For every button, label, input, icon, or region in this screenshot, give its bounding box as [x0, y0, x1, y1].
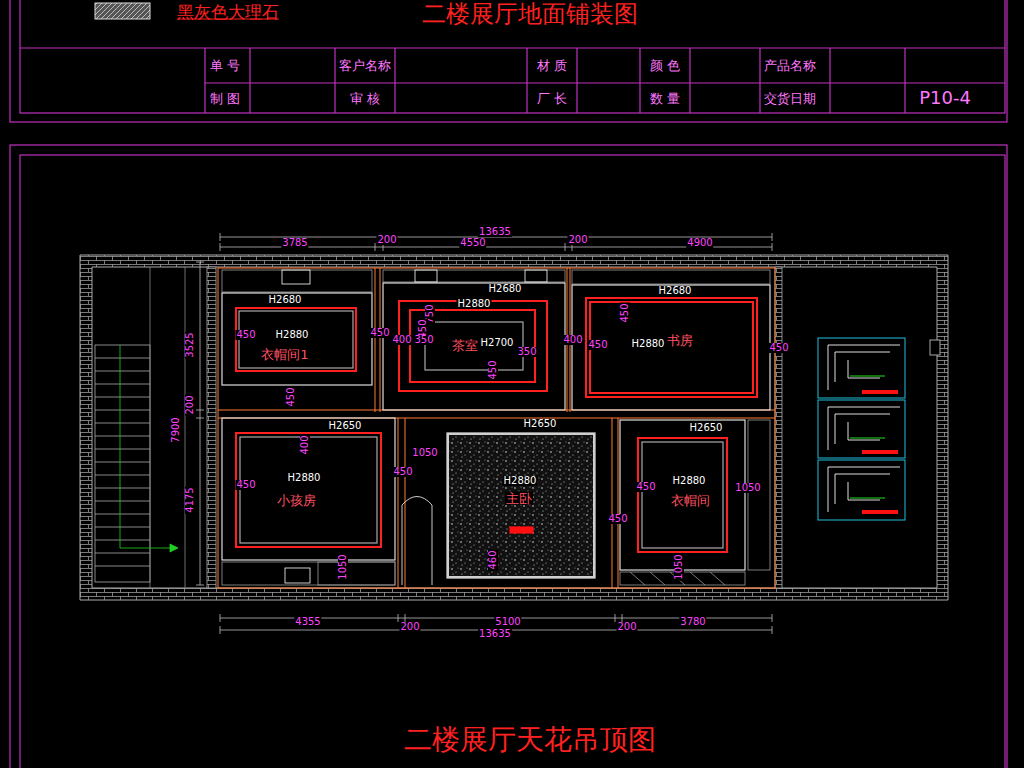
dimension: 450	[286, 386, 296, 407]
dimension: 450	[635, 482, 656, 492]
title-block-cell: 材 质	[536, 59, 568, 72]
dimension: 450	[369, 328, 390, 338]
title-block-cell: 交货日期	[763, 92, 817, 105]
title-block-frame	[10, 0, 1007, 768]
ceiling-height: H2680	[268, 295, 303, 305]
ceiling-height: H2680	[488, 284, 523, 294]
dimension: 460	[488, 549, 498, 570]
title-block-cell: 单 号	[209, 59, 241, 72]
ceiling-height: H2650	[689, 423, 724, 433]
room-name: 茶室	[451, 339, 479, 352]
dimension: 1050	[338, 553, 348, 580]
dimension: 200	[376, 235, 397, 245]
section-details	[818, 338, 905, 520]
room-ceiling: H2880 衣帽间	[637, 437, 728, 553]
ceiling-height: H2680	[658, 286, 693, 296]
dimension: 5100	[494, 617, 521, 627]
dimension: 450	[235, 330, 256, 340]
room-name: 衣帽间	[670, 494, 711, 507]
wardrobes	[222, 270, 770, 585]
interior-walls	[218, 268, 775, 588]
title-block-cell: 颜 色	[649, 59, 681, 72]
dimension: 450	[235, 480, 256, 490]
room-name: 主卧	[505, 492, 533, 505]
dimension: 1050	[674, 553, 684, 580]
dimension: 350	[413, 335, 434, 345]
dimension: 200	[185, 394, 195, 415]
ceiling-height: H2880	[672, 476, 707, 486]
dimension: 3525	[185, 331, 195, 358]
room-name: 小孩房	[276, 494, 317, 507]
sheet-heading: 二楼展厅地面铺装图	[421, 2, 639, 26]
dimension: 13635	[478, 227, 512, 237]
dimension: 450	[768, 343, 789, 353]
room-name: 衣帽间1	[260, 348, 309, 361]
stair	[95, 267, 185, 588]
title-block-cell: 厂 长	[536, 92, 568, 105]
dimension: 7900	[171, 416, 181, 443]
dimension: 350	[516, 347, 537, 357]
title-block-cell: 数 量	[649, 92, 681, 105]
room-name: 书房	[666, 334, 694, 347]
dimension: 3780	[679, 617, 706, 627]
ceiling-height: H2650	[523, 419, 558, 429]
ceiling-height: H2880	[503, 476, 538, 486]
dimension: 450	[607, 514, 628, 524]
ceiling-height: H2880	[457, 299, 492, 309]
room-ceiling: H2880 主卧	[447, 433, 595, 578]
title-block-cell: P10-4	[918, 89, 972, 107]
title-block-cell: 制 图	[209, 92, 241, 105]
ceiling-height: H2880	[631, 339, 666, 349]
drawing-title: 二楼展厅天花吊顶图	[403, 726, 657, 754]
dimension-lines	[196, 233, 772, 634]
ceiling-height: H2650	[328, 421, 363, 431]
title-block-cell: 审 核	[349, 92, 381, 105]
room-ceiling: 茶室H2700	[398, 300, 548, 392]
ceiling-height: H2880	[287, 473, 322, 483]
ceiling-height: H2880	[275, 330, 310, 340]
dimension: 1050	[411, 448, 438, 458]
title-block-cell: 产品名称	[763, 59, 817, 72]
dimension: 400	[562, 335, 583, 345]
dimension: 200	[399, 622, 420, 632]
ceiling-outlines	[222, 283, 770, 578]
dimension: 400	[391, 335, 412, 345]
ceiling-height: H2700	[480, 338, 515, 348]
dimension: 4355	[294, 617, 321, 627]
dimension: 450	[488, 359, 498, 380]
dimension: 450	[392, 467, 413, 477]
dimension: 400	[300, 434, 310, 455]
dimension: 200	[567, 235, 588, 245]
legend-swatch	[95, 3, 150, 19]
dimension: 1050	[734, 483, 761, 493]
legend-text: 黑灰色大理石	[176, 4, 280, 21]
dimension: 4175	[185, 486, 195, 513]
dimension: 200	[616, 622, 637, 632]
dimension: 450	[587, 340, 608, 350]
dimension: 4900	[686, 238, 713, 248]
dimension: 13635	[478, 629, 512, 639]
title-block-cell: 客户名称	[338, 59, 392, 72]
walls	[80, 255, 948, 600]
room-ceiling: H2880书房	[585, 297, 758, 398]
dimension: 450	[620, 302, 630, 323]
dimension: 3785	[281, 238, 308, 248]
dimension: 4550	[459, 238, 486, 248]
